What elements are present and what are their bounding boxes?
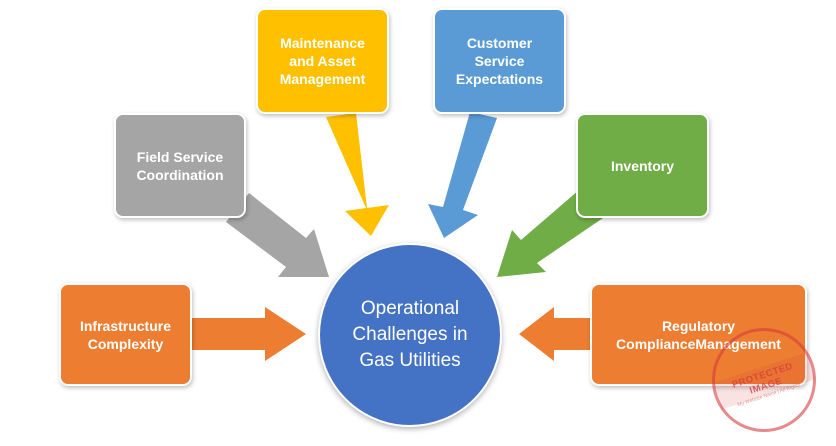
node-customer-service-expectations: Customer Service Expectations: [433, 8, 566, 114]
diagram: Infrastructure Complexity Field Service …: [59, 8, 830, 446]
node-label: Regulatory ComplianceManagement: [616, 317, 781, 352]
center-label: Operational Challenges in Gas Utilities: [352, 298, 468, 371]
node-infrastructure-complexity: Infrastructure Complexity: [59, 283, 192, 386]
arrow-customer-service: [428, 112, 497, 238]
node-inventory: Inventory: [576, 113, 709, 218]
node-label: Infrastructure Complexity: [79, 317, 172, 352]
node-maintenance-asset-management: Maintenance and Asset Management: [256, 8, 389, 114]
arrow-field-service: [226, 193, 329, 277]
center-circle: Operational Challenges in Gas Utilities: [318, 243, 502, 427]
arrow-infrastructure: [192, 307, 306, 361]
node-label: Inventory: [610, 157, 674, 174]
node-label: Field Service Coordination: [136, 148, 224, 183]
node-label: Maintenance and Asset Management: [279, 35, 366, 87]
arrows-layer: [192, 112, 603, 361]
arrow-regulatory: [519, 307, 592, 361]
node-regulatory-compliance-management: Regulatory ComplianceManagement: [590, 283, 807, 386]
arrow-maintenance: [326, 113, 389, 236]
node-field-service-coordination: Field Service Coordination: [114, 113, 246, 218]
node-label: Customer Service Expectations: [455, 35, 544, 87]
